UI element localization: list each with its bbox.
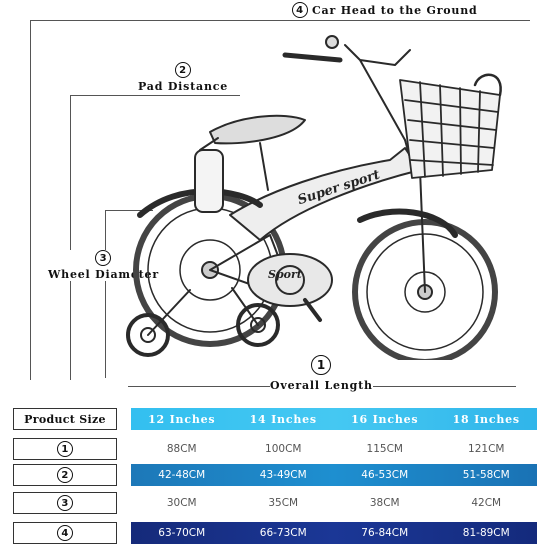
table-cell: 121CM: [468, 443, 505, 455]
number-4-badge: 4: [57, 525, 73, 541]
table-cell: 42CM: [471, 497, 502, 509]
number-2-badge: 2: [175, 62, 192, 78]
size-header: 18 Inches: [452, 412, 520, 426]
wheel-diameter-text: Wheel Diameter: [48, 268, 159, 281]
overall-length-text: Overall Length: [270, 379, 373, 392]
seat: [209, 114, 306, 145]
table-cell: 42-48CM: [158, 469, 206, 481]
size-header: 12 Inches: [148, 412, 216, 426]
training-wheel-left: [126, 313, 170, 357]
front-wheel-tire: [352, 219, 498, 360]
pad-guide-vertical: [70, 95, 71, 380]
table-cell: 100CM: [265, 443, 302, 455]
chain-guard-text: Sport: [268, 268, 302, 281]
handlebar: [282, 52, 343, 63]
size-table: Product Size 12 Inches 14 Inches 16 Inch…: [13, 408, 537, 548]
table-cell: 51-58CM: [462, 469, 510, 481]
table-row-wheel-diameter: 3 30CM 35CM 38CM 42CM: [13, 492, 537, 514]
overall-length-label: 1 Overall Length: [270, 355, 373, 392]
water-bottle: [194, 149, 224, 213]
wheel-guide-vertical: [105, 210, 106, 378]
table-cell: 115CM: [366, 443, 403, 455]
table-cell: 46-53CM: [361, 469, 409, 481]
number-1-badge: 1: [311, 355, 332, 375]
table-cell: 66-73CM: [259, 527, 307, 539]
basket: [399, 73, 502, 179]
table-row-car-head: 4 63-70CM 66-73CM 76-84CM 81-89CM: [13, 522, 537, 544]
pad-distance-label: 2 Pad Distance: [138, 62, 229, 93]
car-head-text: Car Head to the Ground: [312, 3, 478, 17]
wheel-diameter-label: 3 Wheel Diameter: [48, 250, 159, 281]
pad-guide-horizontal: [70, 95, 240, 96]
table-cell: 30CM: [166, 497, 197, 509]
table-row-pad-distance: 2 42-48CM 43-49CM 46-53CM 51-58CM: [13, 464, 537, 486]
number-3-badge: 3: [57, 495, 73, 511]
table-cell: 63-70CM: [158, 527, 206, 539]
wheel-guide-horizontal: [105, 210, 153, 211]
table-cell: 38CM: [369, 497, 400, 509]
table-cell: 76-84CM: [361, 527, 409, 539]
number-1-badge: 1: [57, 441, 73, 457]
table-header-row: Product Size 12 Inches 14 Inches 16 Inch…: [13, 408, 537, 430]
size-header: 14 Inches: [249, 412, 317, 426]
product-size-label: Product Size: [13, 408, 117, 430]
car-head-guide-vertical: [30, 20, 31, 380]
car-head-guide-horizontal: [30, 20, 530, 21]
pad-distance-text: Pad Distance: [138, 80, 229, 93]
table-cell: 81-89CM: [462, 527, 510, 539]
table-cell: 35CM: [268, 497, 299, 509]
table-cell: 43-49CM: [259, 469, 307, 481]
bicycle-illustration: Super sport Sport: [126, 35, 502, 360]
number-4-badge: 4: [292, 2, 308, 18]
number-3-badge: 3: [95, 250, 112, 266]
table-row-overall-length: 1 88CM 100CM 115CM 121CM: [13, 438, 537, 460]
car-head-label: 4 Car Head to the Ground: [292, 2, 478, 18]
size-header: 16 Inches: [351, 412, 419, 426]
table-cell: 88CM: [166, 443, 197, 455]
number-2-badge: 2: [57, 467, 73, 483]
training-wheel-right: [236, 303, 280, 347]
